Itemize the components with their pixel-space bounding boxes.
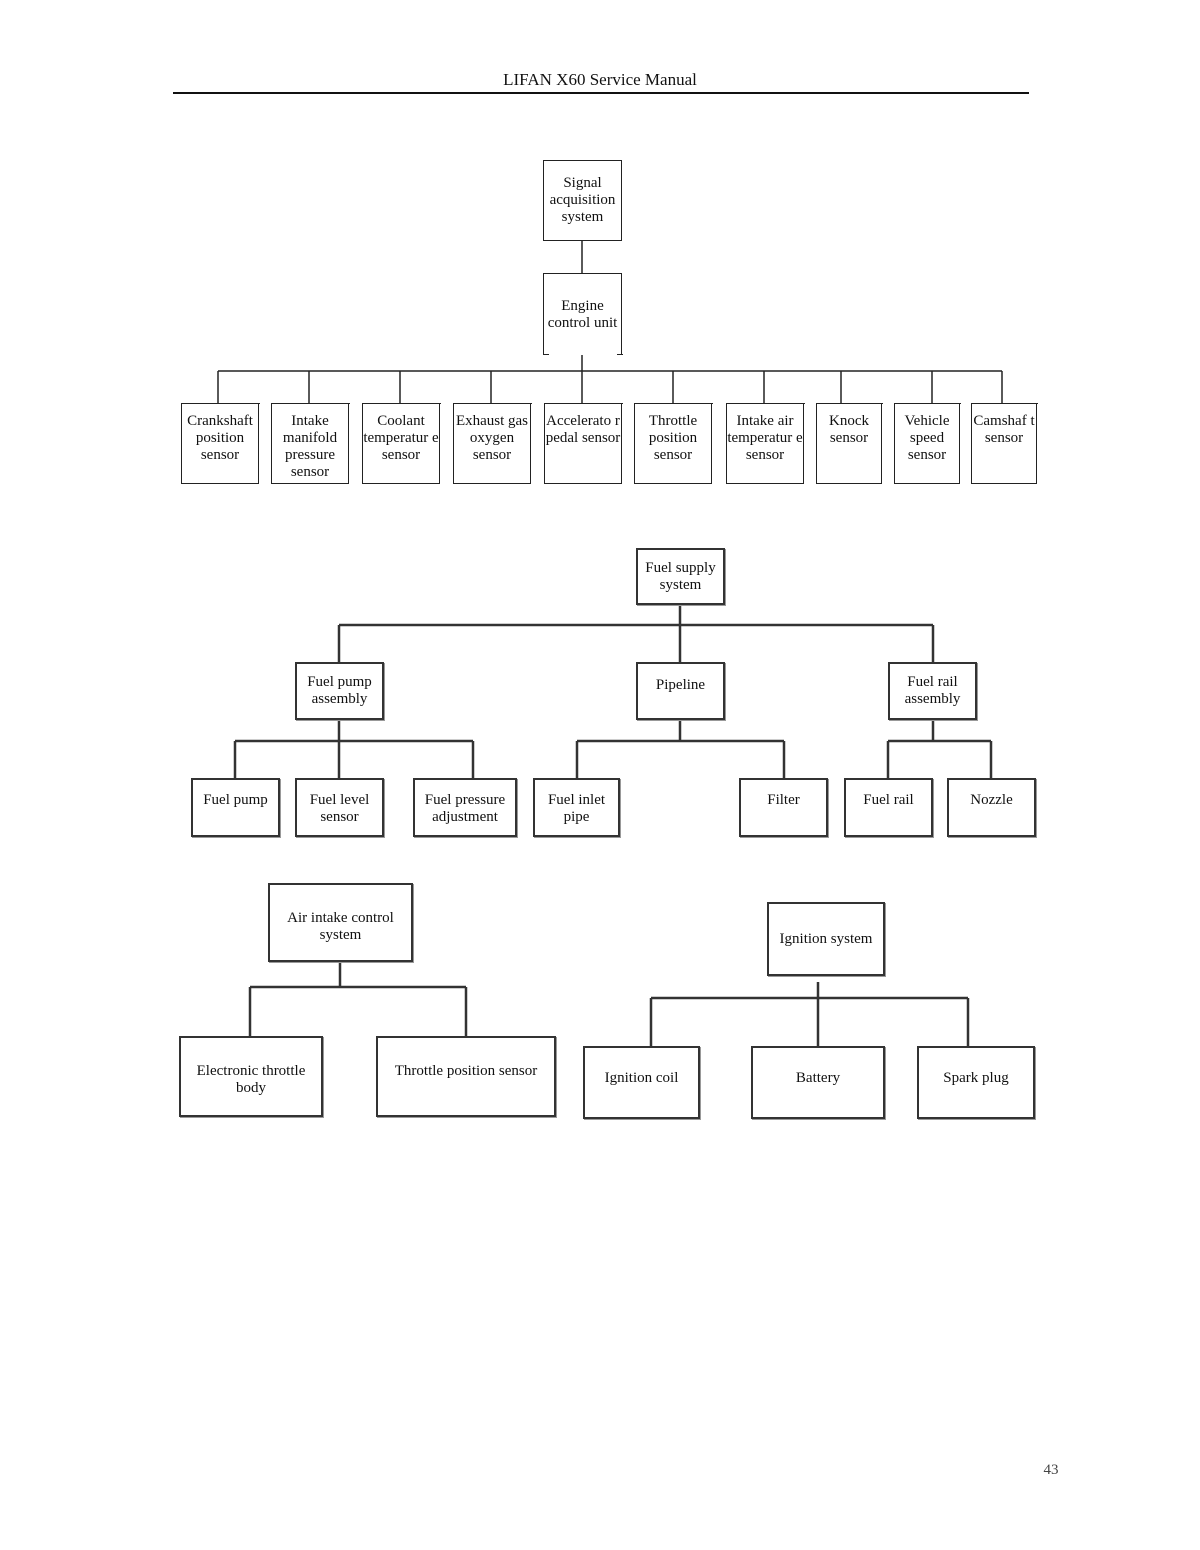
node-label: Fuel pump assembly — [307, 674, 372, 707]
node-label: Throttle position sensor — [394, 1063, 538, 1079]
spark-plug-node: Spark plug — [917, 1046, 1035, 1119]
sensor-node: Vehicle speed sensor — [893, 403, 961, 484]
sensor-node: Accelerato r pedal sensor — [543, 403, 623, 484]
node-label: Nozzle — [970, 792, 1013, 808]
fuel-rail-assembly-node: Fuel rail assembly — [888, 662, 977, 720]
node-label: Filter — [767, 792, 800, 808]
node-label: Spark plug — [943, 1070, 1009, 1086]
node-label: Intake air temperatur e sensor — [727, 413, 803, 463]
node-label: Ignition system — [779, 930, 873, 947]
air-intake-control-system-node: Air intake control system — [268, 883, 413, 962]
node-label: Fuel supply system — [645, 559, 716, 593]
header-rule — [173, 92, 1029, 94]
fuel-rail-node: Fuel rail — [844, 778, 933, 837]
page-number: 43 — [1043, 1462, 1059, 1478]
node-label: Exhaust gas oxygen sensor — [455, 413, 529, 463]
node-label: Fuel pressure adjustment — [424, 792, 506, 825]
sensor-node: Coolant temperatur e sensor — [361, 403, 441, 484]
fuel-inlet-pipe-node: Fuel inlet pipe — [533, 778, 620, 837]
sensor-node: Intake air temperatur e sensor — [725, 403, 805, 484]
page-header-title: LIFAN X60 Service Manual — [503, 70, 697, 89]
filter-node: Filter — [739, 778, 828, 837]
fuel-pump-node: Fuel pump — [191, 778, 280, 837]
node-label: Throttle position sensor — [648, 413, 698, 463]
pipeline-node: Pipeline — [636, 662, 725, 720]
node-label: Coolant temperatur e sensor — [363, 413, 439, 463]
ignition-system-node: Ignition system — [767, 902, 885, 976]
throttle-position-sensor-node: Throttle position sensor — [376, 1036, 556, 1117]
node-label: Fuel rail assembly — [904, 674, 961, 707]
sensor-node: Exhaust gas oxygen sensor — [452, 403, 532, 484]
fuel-level-sensor-node: Fuel level sensor — [295, 778, 384, 837]
node-label: Vehicle speed sensor — [904, 413, 950, 463]
node-label: Knock sensor — [829, 413, 869, 446]
engine-control-unit-node: Engine control unit — [542, 273, 623, 355]
fuel-pressure-adjustment-node: Fuel pressure adjustment — [413, 778, 517, 837]
signal-acquisition-system-node: Signal acquisition system — [543, 160, 622, 241]
electronic-throttle-body-node: Electronic throttle body — [179, 1036, 323, 1117]
node-label: Battery — [795, 1070, 841, 1086]
node-label: Fuel pump — [203, 792, 268, 808]
node-label: Signal acquisition system — [549, 175, 616, 225]
node-label: Air intake control system — [287, 910, 394, 943]
fuel-pump-assembly-node: Fuel pump assembly — [295, 662, 384, 720]
sensor-node: Intake manifold pressure sensor — [270, 403, 350, 484]
sensor-node: Crankshaft position sensor — [180, 403, 260, 484]
battery-node: Battery — [751, 1046, 885, 1119]
node-label: Intake manifold pressure sensor — [282, 413, 338, 480]
node-label: Fuel rail — [863, 792, 914, 808]
node-label: Pipeline — [655, 677, 706, 693]
sensor-node: Throttle position sensor — [633, 403, 713, 484]
node-label: Engine control unit — [547, 297, 618, 331]
sensor-node: Camshaf t sensor — [970, 403, 1038, 484]
node-label: Accelerato r pedal sensor — [545, 413, 621, 446]
node-label: Ignition coil — [604, 1070, 679, 1086]
ignition-coil-node: Ignition coil — [583, 1046, 700, 1119]
node-label: Fuel inlet pipe — [547, 792, 606, 825]
node-label: Camshaf t sensor — [973, 413, 1035, 446]
fuel-supply-system-node: Fuel supply system — [636, 548, 725, 605]
sensor-node: Knock sensor — [815, 403, 883, 484]
node-label: Crankshaft position sensor — [187, 413, 253, 463]
nozzle-node: Nozzle — [947, 778, 1036, 837]
node-label: Electronic throttle body — [196, 1063, 306, 1096]
node-label: Fuel level sensor — [309, 792, 370, 825]
